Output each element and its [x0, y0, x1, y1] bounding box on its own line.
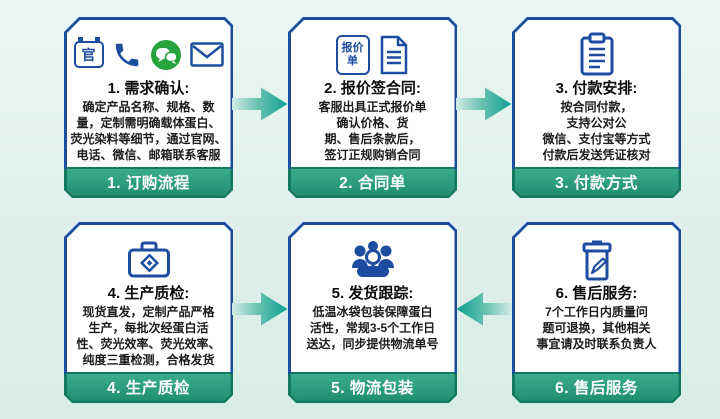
step-card-4-body: 4. 生产质检: 现货直发，定制产品严格 生产，每批次经蛋白活 性、荧光效率、荧… [67, 225, 231, 401]
step-footer-label: 3. 付款方式 [515, 167, 679, 196]
phone-icon [112, 40, 142, 70]
step-card-6-body: 6. 售后服务: 7个工作日内质量问 题可退换，其他相关 事宜请及时联系负责人 … [515, 225, 679, 401]
step-title: 6. 售后服务: [555, 284, 638, 302]
step-card-5-body: 5. 发货跟踪: 低温冰袋包装保障蛋白 活性，常规3-5个工作日 送达，同步提供… [291, 225, 455, 401]
step-description: 确定产品名称、规格、数 量，定制需明确载体蛋白、 荧光染料等细节，通过官网、 电… [70, 100, 227, 162]
step-description: 现货直发，定制产品严格 生产，每批次经蛋白活 性、荧光效率、荧光效率、 纯度三重… [76, 305, 221, 367]
step-2-icons: 报价单 [336, 31, 410, 79]
document-icon [378, 35, 410, 75]
step-6-icons [578, 236, 616, 284]
step-card-2-body: 报价单 2. 报价签合同: 客服出具正式报价单 确认价格、货 期、售后条款后， … [291, 20, 455, 196]
step-card-3-body: 3. 付款安排: 按合同付款， 支持公对公 微信、支付宝等方式 付款后发送凭证核… [515, 20, 679, 196]
step-footer-label: 4. 生产质检 [67, 372, 231, 401]
step-card-5: 5. 发货跟踪: 低温冰袋包装保障蛋白 活性，常规3-5个工作日 送达，同步提供… [288, 222, 457, 403]
quotation-sheet-icon: 报价单 [336, 35, 370, 75]
step-footer-label: 5. 物流包装 [291, 372, 455, 401]
flow-arrow-step2-to-step3 [456, 87, 512, 121]
step-footer-label: 2. 合同单 [291, 167, 455, 196]
step-card-4: 4. 生产质检: 现货直发，定制产品严格 生产，每批次经蛋白活 性、荧光效率、荧… [64, 222, 233, 403]
step-card-3: 3. 付款安排: 按合同付款， 支持公对公 微信、支付宝等方式 付款后发送凭证核… [512, 17, 681, 198]
flow-arrow-step1-to-step2 [232, 87, 288, 121]
wechat-icon [150, 39, 182, 71]
quotation-sheet-icon-label: 报价单 [341, 41, 364, 67]
step-footer-label: 6. 售后服务 [515, 372, 679, 401]
step-card-6: 6. 售后服务: 7个工作日内质量问 题可退换，其他相关 事宜请及时联系负责人 … [512, 222, 681, 403]
step-description: 按合同付款， 支持公对公 微信、支付宝等方式 付款后发送凭证核对 [542, 100, 651, 162]
flow-arrow-step4-to-step5 [232, 292, 288, 326]
step-title: 1. 需求确认: [107, 79, 190, 97]
official-website-icon: 官 [74, 41, 104, 68]
step-5-icons [350, 236, 396, 284]
step-title: 5. 发货跟踪: [331, 284, 414, 302]
aftersales-box-pencil-icon [578, 238, 616, 282]
step-card-2: 报价单 2. 报价签合同: 客服出具正式报价单 确认价格、货 期、售后条款后， … [288, 17, 457, 198]
clipboard-icon [578, 32, 616, 77]
step-card-1-body: 官 1. 需求确认: 确定产品名称、规格、数 量，定制需明确载体蛋白、 荧光染 [67, 20, 231, 196]
email-icon [190, 42, 224, 67]
step-4-icons [127, 236, 171, 284]
step-card-1: 官 1. 需求确认: 确定产品名称、规格、数 量，定制需明确载体蛋白、 荧光染 [64, 17, 233, 198]
step-description: 客服出具正式报价单 确认价格、货 期、售后条款后， 签订正规购销合同 [318, 100, 427, 162]
step-title: 2. 报价签合同: [324, 79, 421, 97]
official-website-icon-label: 官 [81, 46, 96, 63]
step-footer-label: 1. 订购流程 [67, 167, 231, 196]
step-3-icons [578, 31, 616, 79]
team-icon [350, 240, 396, 280]
step-1-icons: 官 [74, 31, 224, 79]
flow-arrow-step6-to-step5 [456, 292, 512, 326]
step-title: 3. 付款安排: [555, 79, 638, 97]
step-title: 4. 生产质检: [107, 284, 190, 302]
step-description: 7个工作日内质量问 题可退换，其他相关 事宜请及时联系负责人 [536, 305, 657, 351]
toolbox-icon [127, 241, 171, 279]
step-description: 低温冰袋包装保障蛋白 活性，常规3-5个工作日 送达，同步提供物流单号 [306, 305, 439, 351]
